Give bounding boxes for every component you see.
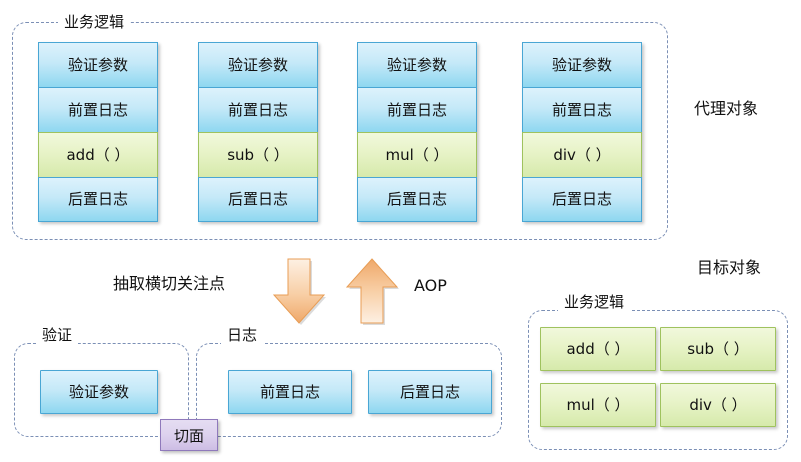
target-method-div-box: div（ ） [660,383,776,427]
proxy-business-logic-group-label: 业务逻辑 [58,13,131,31]
down-arrow-icon [272,258,326,326]
proxy-cell-method: sub（ ） [198,132,318,177]
proxy-cell-before-log: 前置日志 [198,87,318,132]
proxy-object-label: 代理对象 [694,99,759,118]
proxy-cell-method: add（ ） [38,132,158,177]
proxy-cell-after-log: 后置日志 [357,177,477,222]
target-method-sub-box: sub（ ） [660,327,776,371]
proxy-cell-validate-params: 验证参数 [198,42,318,87]
validation-item-box: 验证参数 [40,370,158,414]
logging-item-before-box: 前置日志 [228,370,352,414]
proxy-cell-before-log: 前置日志 [38,87,158,132]
up-arrow-icon [345,258,399,326]
proxy-cell-after-log: 后置日志 [198,177,318,222]
logging-item-after-box: 后置日志 [368,370,492,414]
target-method-mul-box: mul（ ） [540,383,656,427]
proxy-cell-before-log: 前置日志 [357,87,477,132]
proxy-cell-method: mul（ ） [357,132,477,177]
proxy-cell-after-log: 后置日志 [522,177,642,222]
target-method-add-box: add（ ） [540,327,656,371]
proxy-cell-before-log: 前置日志 [522,87,642,132]
target-business-logic-group [528,310,788,450]
validation-group-label: 验证 [36,326,79,344]
proxy-cell-method: div（ ） [522,132,642,177]
proxy-cell-after-log: 后置日志 [38,177,158,222]
proxy-cell-validate-params: 验证参数 [522,42,642,87]
proxy-cell-validate-params: 验证参数 [38,42,158,87]
target-business-logic-group-label: 业务逻辑 [558,293,631,311]
extract-crosscutting-label: 抽取横切关注点 [113,274,226,293]
proxy-column-sub: 验证参数 前置日志 sub（ ） 后置日志 [198,42,318,222]
proxy-business-logic-group [12,22,668,240]
validation-group [14,343,189,437]
proxy-column-add: 验证参数 前置日志 add（ ） 后置日志 [38,42,158,222]
proxy-column-mul: 验证参数 前置日志 mul（ ） 后置日志 [357,42,477,222]
logging-group-label: 日志 [221,326,264,344]
proxy-cell-validate-params: 验证参数 [357,42,477,87]
proxy-column-div: 验证参数 前置日志 div（ ） 后置日志 [522,42,642,222]
aspect-badge: 切面 [160,419,218,451]
aop-label: AOP [414,276,447,295]
logging-group [196,343,502,437]
target-object-label: 目标对象 [697,258,762,277]
